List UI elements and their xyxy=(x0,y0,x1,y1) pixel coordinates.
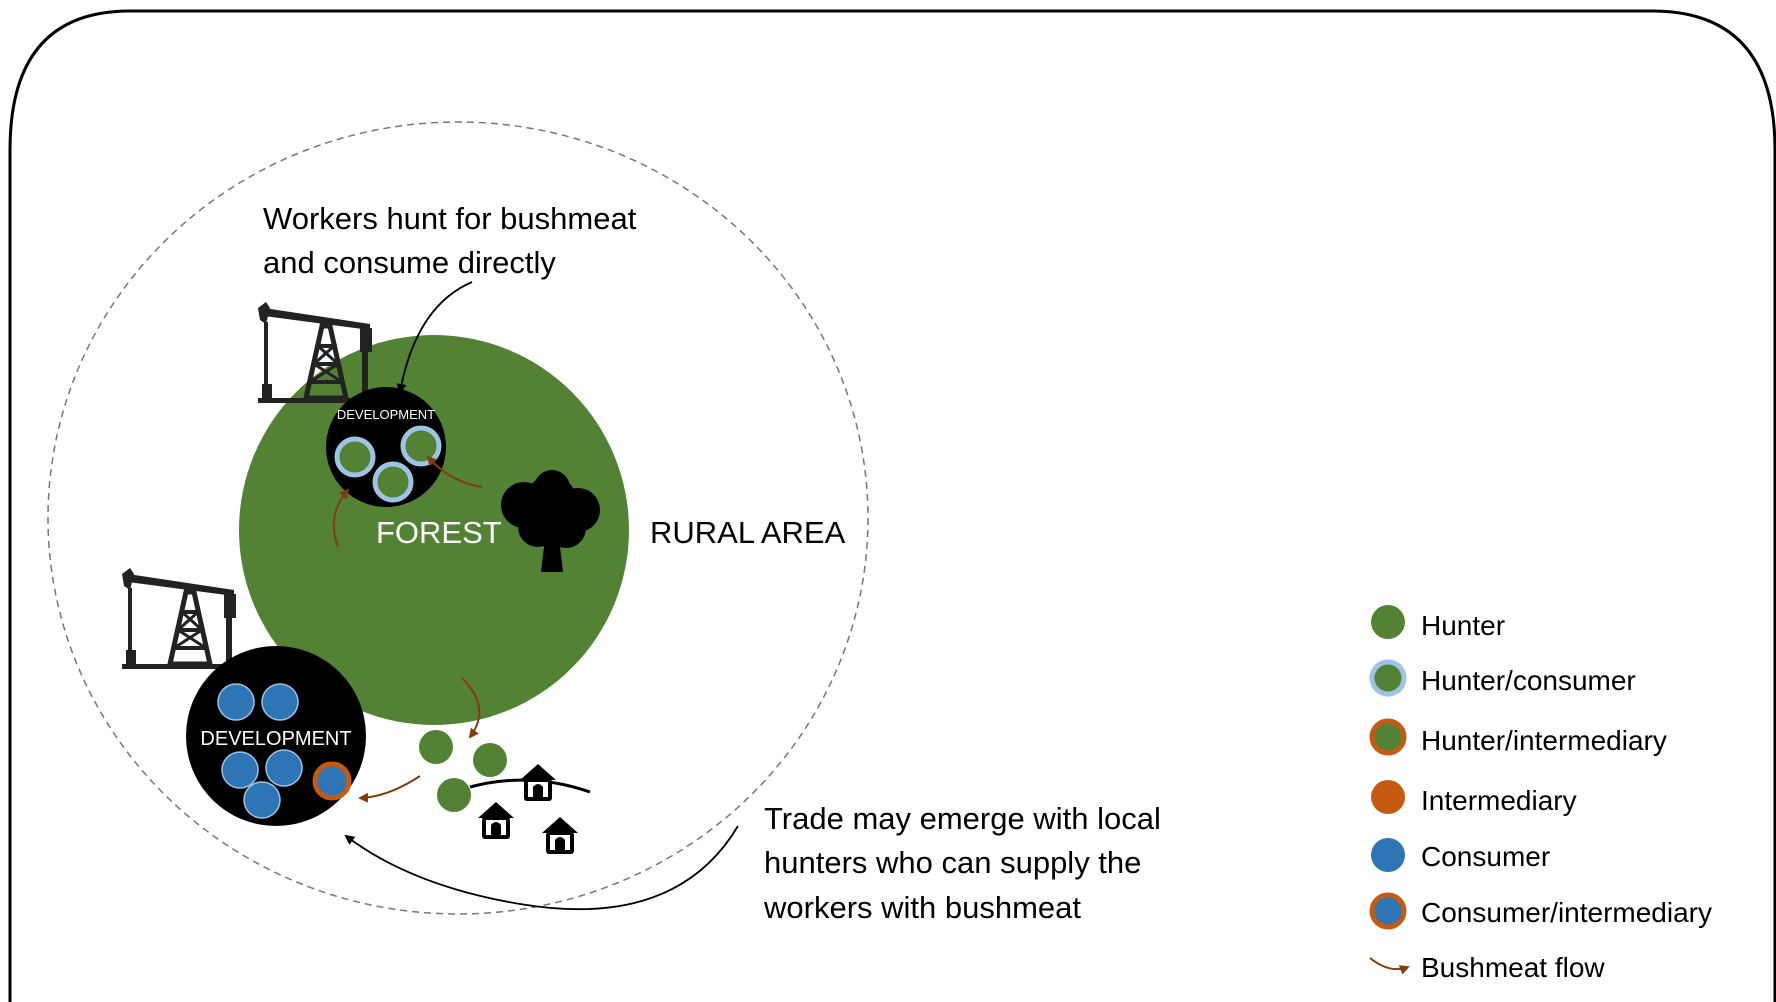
rural-area-boundary xyxy=(47,121,869,915)
bushmeat-flow-arrow xyxy=(332,488,350,548)
bushmeat-flow-arrow xyxy=(461,677,481,739)
trade-annotation-line3: workers with bushmeat xyxy=(763,890,1081,925)
workers-annotation-arrow xyxy=(396,281,473,394)
consumer-node xyxy=(261,683,299,721)
development-top-label: DEVELOPMENT xyxy=(337,407,435,422)
hunter-node xyxy=(473,743,507,777)
oil-pump-icon-bottom xyxy=(122,568,236,669)
hunter-consumer-node xyxy=(334,436,376,478)
legend-consumer-swatch xyxy=(1371,838,1405,872)
legend-hunter-consumer-swatch xyxy=(1369,659,1407,697)
hunter-node xyxy=(437,778,471,812)
legend-consumer-intermediary-swatch xyxy=(1369,892,1407,930)
hunter-consumer-node xyxy=(372,461,414,503)
consumer-node xyxy=(265,749,303,787)
development-bottom-label: DEVELOPMENT xyxy=(200,728,351,750)
workers-annotation-line2: and consume directly xyxy=(263,245,556,280)
trade-annotation-line1: Trade may emerge with local xyxy=(764,801,1161,836)
bushmeat-flow-arrow xyxy=(426,455,483,488)
legend-hunter-swatch xyxy=(1371,605,1405,639)
legend-consumer-label: Consumer xyxy=(1421,841,1550,872)
legend-hunter-intermediary-label: Hunter/intermediary xyxy=(1421,725,1667,756)
workers-annotation-line1: Workers hunt for bushmeat xyxy=(263,201,637,236)
consumer-node xyxy=(217,683,255,721)
consumer-intermediary-node xyxy=(312,761,352,801)
legend-bushmeat-flow-arrow xyxy=(1369,957,1410,975)
legend-intermediary-label: Intermediary xyxy=(1421,785,1577,816)
hunter-consumer-node xyxy=(400,425,442,467)
forest-label: FOREST xyxy=(376,515,502,550)
bushmeat-flow-arrow xyxy=(358,775,421,803)
legend-hunter-intermediary-swatch xyxy=(1369,718,1407,756)
legend-bushmeat-flow-label: Bushmeat flow xyxy=(1421,952,1605,983)
consumer-node xyxy=(243,781,281,819)
legend-hunter-label: Hunter xyxy=(1421,610,1505,641)
village-icon xyxy=(469,764,591,854)
trade-annotation-arrow xyxy=(344,825,739,911)
hunter-node xyxy=(419,730,453,764)
legend-hunter-consumer-label: Hunter/consumer xyxy=(1421,665,1636,696)
rural-area-label: RURAL AREA xyxy=(650,515,846,550)
outer-border xyxy=(8,9,1776,1002)
trade-annotation-line2: hunters who can supply the xyxy=(764,845,1141,880)
consumer-node xyxy=(221,751,259,789)
legend: Hunter Hunter/consumer Hunter/intermedia… xyxy=(1369,605,1712,983)
tree-icon xyxy=(501,470,600,572)
legend-intermediary-swatch xyxy=(1371,780,1405,814)
legend-consumer-intermediary-label: Consumer/intermediary xyxy=(1421,897,1712,928)
